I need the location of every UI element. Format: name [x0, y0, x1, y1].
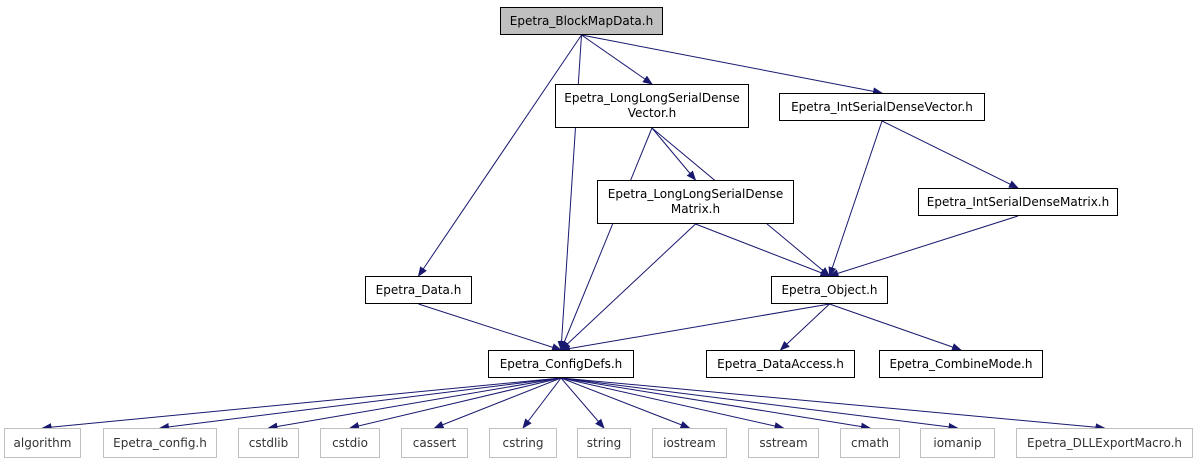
- edge-config-to-dllexport: [560, 377, 1106, 432]
- edge-llmat-to-config: [560, 223, 696, 351]
- edge-object-to-combine: [829, 303, 962, 351]
- node-string: string: [577, 428, 631, 458]
- edge-llvec-to-config: [560, 127, 653, 351]
- edge-config-to-cstdio: [349, 377, 562, 430]
- edge-intvec-to-object: [828, 120, 883, 277]
- edge-root-to-data: [417, 34, 582, 277]
- node-epetra-longlongserialdensevector-h[interactable]: Epetra_LongLongSerialDense Vector.h: [555, 84, 749, 128]
- edge-root-to-llvec: [581, 34, 653, 85]
- edge-config-to-cassert: [433, 377, 562, 429]
- node-epetra-combinemode-h[interactable]: Epetra_CombineMode.h: [879, 350, 1043, 378]
- node-cstdio: cstdio: [320, 428, 380, 458]
- edge-data-to-config: [418, 303, 562, 352]
- edge-config-to-epconfig: [159, 377, 562, 431]
- edge-llmat-to-object: [695, 223, 831, 277]
- edge-root-to-intvec: [581, 34, 883, 96]
- edge-config-to-cmath: [560, 377, 871, 431]
- edge-config-to-cstdlib: [267, 377, 562, 431]
- edge-config-to-sstream: [560, 377, 785, 430]
- edge-object-to-access: [779, 303, 830, 351]
- node-iostream: iostream: [652, 428, 727, 458]
- edge-object-to-config: [560, 303, 830, 353]
- edge-intvec-to-intmat: [881, 120, 1019, 189]
- node-cstring: cstring: [489, 428, 557, 458]
- edge-config-to-iostream: [560, 377, 691, 429]
- node-epetra-intserialdensevector-h[interactable]: Epetra_IntSerialDenseVector.h: [779, 93, 985, 121]
- node-epetra-data-h[interactable]: Epetra_Data.h: [365, 276, 472, 304]
- edge-intmat-to-object: [828, 215, 1019, 278]
- edge-config-to-string: [560, 377, 605, 429]
- node-epetra-longlongserialdensematrix-h[interactable]: Epetra_LongLongSerialDense Matrix.h: [597, 180, 794, 224]
- node-epetra-intserialdensematrix-h[interactable]: Epetra_IntSerialDenseMatrix.h: [918, 188, 1118, 216]
- edge-root-to-config: [557, 34, 582, 351]
- node-epetra-configdefs-h[interactable]: Epetra_ConfigDefs.h: [488, 350, 634, 378]
- edge-config-to-algorithm: [41, 377, 562, 432]
- edge-llvec-to-llmat: [651, 127, 697, 181]
- node-epetra-object-h[interactable]: Epetra_Object.h: [771, 276, 888, 304]
- node-epetra-config-h: Epetra_config.h: [103, 428, 217, 458]
- node-cassert: cassert: [401, 428, 468, 458]
- node-epetra-blockmapdata-h[interactable]: Epetra_BlockMapData.h: [500, 7, 663, 35]
- node-epetra-dataaccess-h[interactable]: Epetra_DataAccess.h: [706, 350, 855, 378]
- node-cmath: cmath: [840, 428, 900, 458]
- edge-config-to-cstring: [522, 377, 562, 429]
- node-iomanip: iomanip: [920, 428, 995, 458]
- node-sstream: sstream: [748, 428, 819, 458]
- node-algorithm: algorithm: [4, 428, 81, 458]
- node-cstdlib: cstdlib: [238, 428, 299, 458]
- node-epetra-dllexportmacro-h: Epetra_DLLExportMacro.h: [1016, 428, 1193, 458]
- edge-config-to-iomanip: [560, 377, 959, 431]
